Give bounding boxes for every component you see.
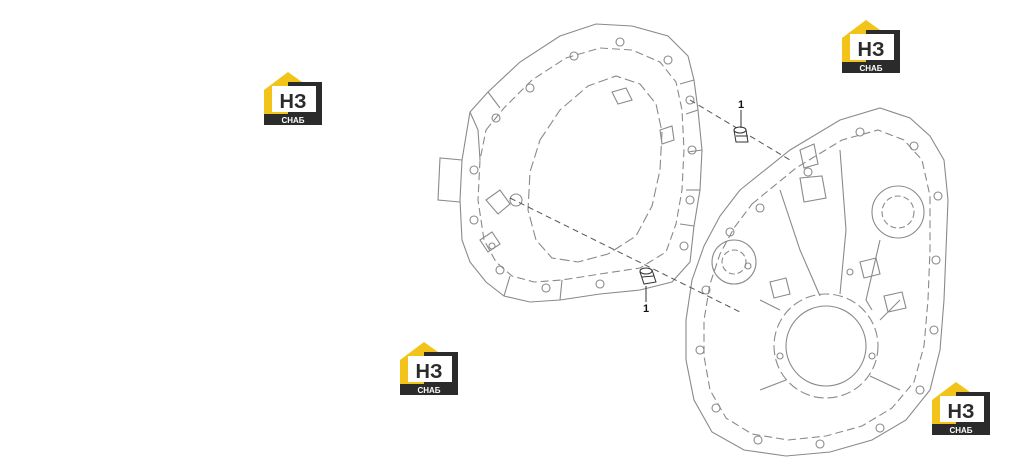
watermark-logo: НЗ СНАБ xyxy=(400,342,458,395)
alignment-lines xyxy=(509,99,791,313)
flywheel-housing xyxy=(437,23,703,303)
timing-gear-housing xyxy=(685,107,949,457)
callout-leaders xyxy=(645,110,742,302)
alignment-line-bottom xyxy=(509,197,741,313)
watermark-logo: НЗ СНАБ xyxy=(932,382,990,435)
svg-text:НЗ: НЗ xyxy=(280,91,307,113)
callout-label-top: 1 xyxy=(738,99,744,111)
callout-label-bottom: 1 xyxy=(643,303,649,315)
svg-text:СНАБ: СНАБ xyxy=(417,386,440,395)
watermark-logo: НЗ СНАБ xyxy=(842,20,900,73)
svg-text:НЗ: НЗ xyxy=(948,401,975,423)
watermark-logo: НЗ СНАБ xyxy=(264,72,322,125)
svg-text:СНАБ: СНАБ xyxy=(281,116,304,125)
svg-text:НЗ: НЗ xyxy=(416,361,443,383)
svg-text:СНАБ: СНАБ xyxy=(949,426,972,435)
dowel-pin-top xyxy=(733,126,749,143)
dowel-pin-bottom xyxy=(639,267,657,285)
svg-text:НЗ: НЗ xyxy=(858,39,885,61)
svg-text:СНАБ: СНАБ xyxy=(859,64,882,73)
